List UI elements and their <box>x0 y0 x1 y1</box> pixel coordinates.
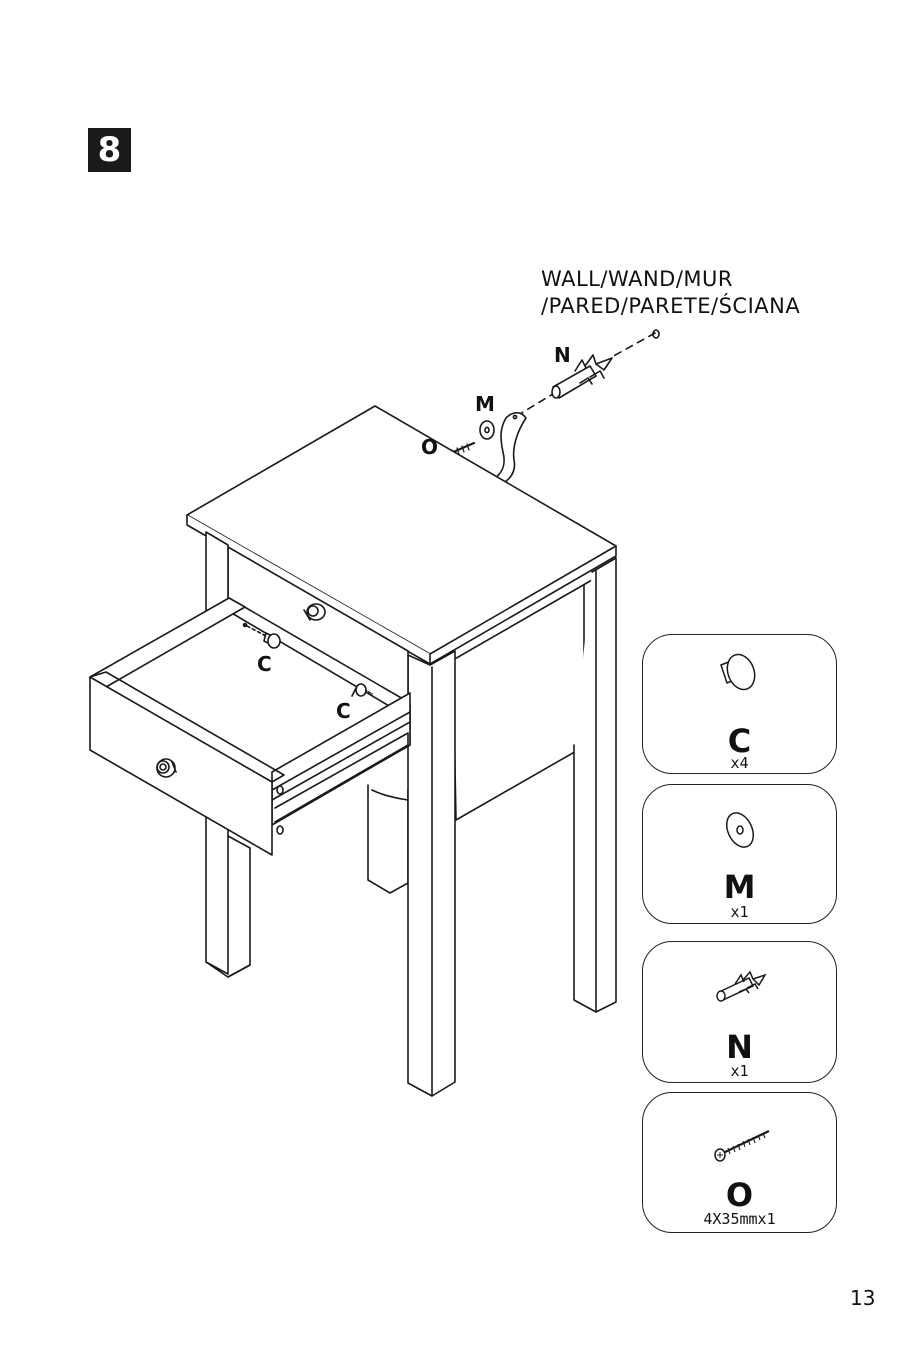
wall-bracket-icon <box>495 413 526 484</box>
page-number: 13 <box>850 1286 875 1310</box>
part-card-o: O 4X35mmx1 <box>642 1092 837 1233</box>
drawer-front-knob <box>157 759 176 777</box>
part-card-c: C x4 <box>642 634 837 774</box>
part-qty-m: x1 <box>643 904 836 920</box>
part-qty-o: 4X35mmx1 <box>643 1211 836 1227</box>
callout-n: N <box>554 343 571 367</box>
part-card-n: N x1 <box>642 941 837 1083</box>
front-right-leg <box>408 651 455 1096</box>
part-qty-c: x4 <box>643 755 836 771</box>
callout-c-upper: C <box>257 652 272 676</box>
part-letter-o: O <box>643 1179 836 1211</box>
callout-o: O <box>421 435 438 459</box>
callout-c-lower: C <box>336 699 351 723</box>
callout-m: M <box>475 392 495 416</box>
back-right-leg <box>368 785 408 893</box>
washer-icon <box>480 421 494 439</box>
part-qty-n: x1 <box>643 1063 836 1079</box>
part-letter-n: N <box>643 1031 836 1063</box>
part-card-m: M x1 <box>642 784 837 924</box>
part-letter-m: M <box>643 871 836 903</box>
part-letter-c: C <box>643 725 836 757</box>
